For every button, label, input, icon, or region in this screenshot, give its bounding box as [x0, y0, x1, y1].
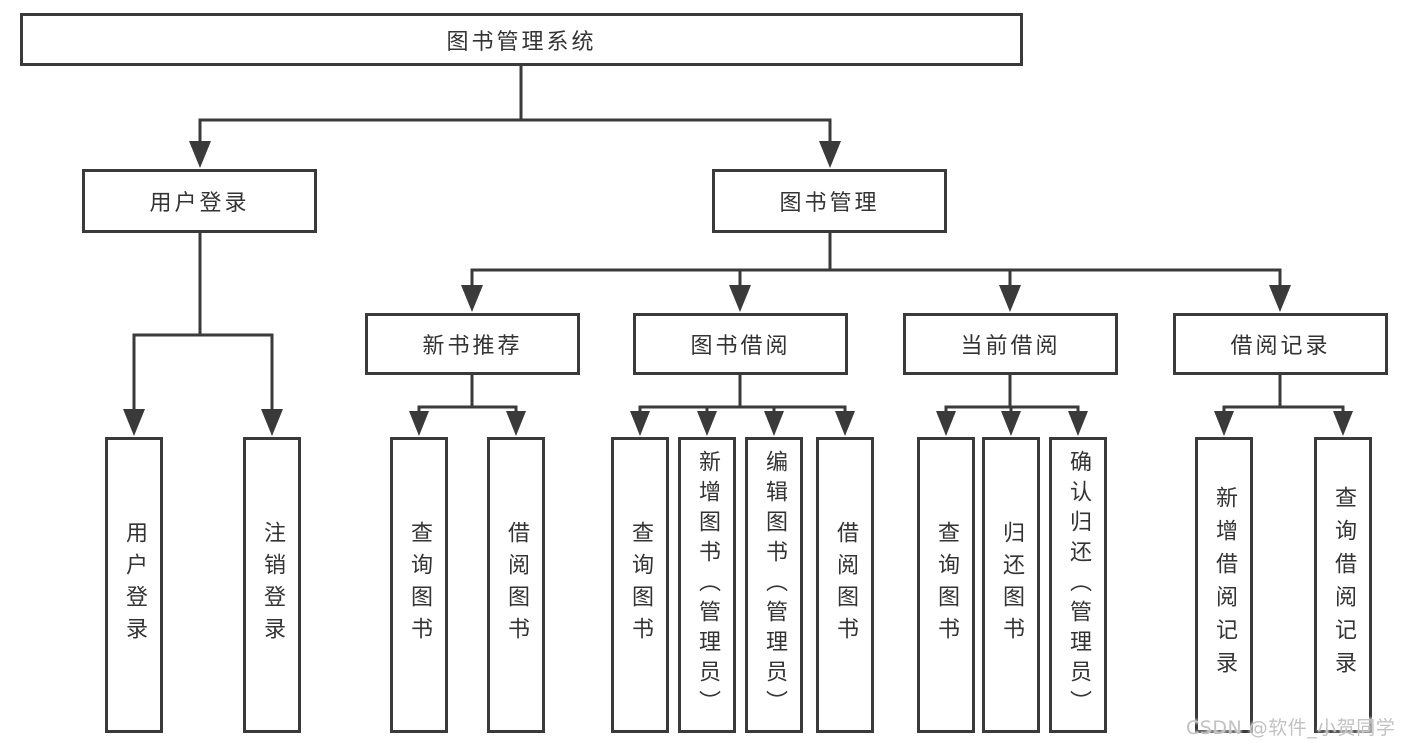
node-label: 注销登录 [260, 521, 285, 649]
node-label: 确认归还（管理员） [1066, 450, 1091, 720]
node-label: 借阅记录 [1230, 334, 1331, 359]
leaf-borrow-books-1: 借阅图书 [487, 437, 545, 733]
node-user-login: 用户登录 [82, 169, 317, 233]
connector-book-borrowing-children [630, 375, 855, 436]
connector-user-login-children [123, 233, 283, 436]
node-borrowing-records: 借阅记录 [1173, 313, 1388, 375]
node-library-management-system: 图书管理系统 [20, 13, 1023, 66]
node-label: 新增图书（管理员） [695, 450, 720, 720]
leaf-add-borrow-record: 新增借阅记录 [1195, 437, 1253, 733]
node-label: 借阅图书 [833, 521, 858, 649]
connector-new-book-recommend-children [409, 375, 526, 436]
node-label: 查询图书 [934, 521, 959, 649]
leaf-return-books: 归还图书 [982, 437, 1040, 733]
node-label: 归还图书 [999, 521, 1024, 649]
node-label: 查询借阅记录 [1331, 486, 1356, 684]
node-label: 编辑图书（管理员） [762, 450, 787, 720]
node-label: 用户登录 [149, 191, 250, 216]
connector-root-to-level2 [189, 66, 841, 168]
leaf-edit-book-admin: 编辑图书（管理员） [745, 437, 803, 733]
leaf-user-login: 用户登录 [105, 437, 163, 733]
leaf-query-books-1: 查询图书 [390, 437, 448, 733]
leaf-query-books-3: 查询图书 [917, 437, 975, 733]
csdn-watermark: CSDN @软件_小贺同学 [1186, 717, 1396, 739]
node-label: 当前借阅 [960, 334, 1061, 359]
node-label: 用户登录 [122, 521, 147, 649]
node-label: 新书推荐 [422, 334, 523, 359]
node-book-management: 图书管理 [712, 169, 947, 233]
connector-book-management-sections [461, 233, 1291, 312]
node-book-borrowing: 图书借阅 [633, 313, 848, 375]
leaf-borrow-books-2: 借阅图书 [816, 437, 874, 733]
node-label: 图书借阅 [690, 334, 791, 359]
connector-borrowing-records-children [1214, 375, 1353, 436]
node-new-book-recommend: 新书推荐 [365, 313, 580, 375]
node-label: 新增借阅记录 [1212, 486, 1237, 684]
leaf-confirm-return-admin: 确认归还（管理员） [1049, 437, 1107, 733]
node-label: 查询图书 [628, 521, 653, 649]
leaf-query-books-2: 查询图书 [611, 437, 669, 733]
node-current-borrowing: 当前借阅 [903, 313, 1118, 375]
leaf-query-borrow-record: 查询借阅记录 [1314, 437, 1372, 733]
leaf-add-book-admin: 新增图书（管理员） [678, 437, 736, 733]
connector-current-borrowing-children [936, 375, 1088, 436]
node-label: 借阅图书 [504, 521, 529, 649]
node-label: 图书管理系统 [446, 29, 597, 55]
leaf-logout: 注销登录 [243, 437, 301, 733]
node-label: 查询图书 [407, 521, 432, 649]
node-label: 图书管理 [779, 191, 880, 216]
